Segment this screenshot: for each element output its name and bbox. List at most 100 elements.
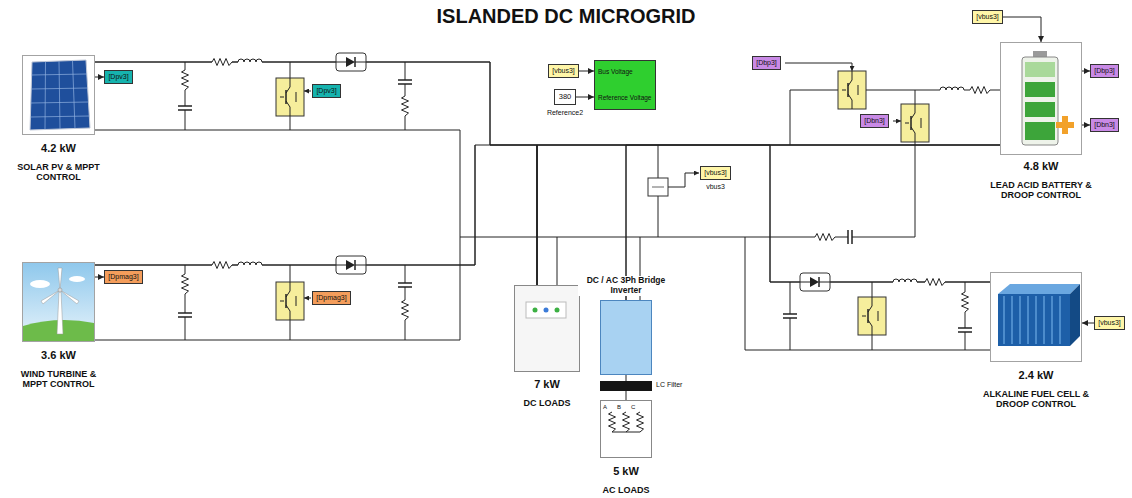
solar-pv-source: 4.2 kWSOLAR PV & MPPT CONTROL (22, 55, 95, 135)
voltage-sensor (648, 178, 668, 196)
power-line (537, 145, 1000, 285)
fuel-cell-stack (998, 294, 1070, 346)
stack-plate (1059, 296, 1061, 344)
battery-cap (1033, 51, 1047, 57)
resistor-symbol (815, 233, 835, 241)
wire (790, 90, 1000, 145)
capacitor-symbol (398, 283, 412, 287)
panel-grid-line (73, 61, 76, 129)
stack-plate (1043, 296, 1045, 344)
source-name: LEAD ACID BATTERY & DROOP CONTROL (976, 180, 1106, 201)
ac-load-ground (601, 401, 651, 457)
source-name: ALKALINE FUEL CELL & DROOP CONTROL (971, 389, 1101, 410)
diagram-title: ISLANDED DC MICROGRID (0, 5, 1132, 28)
power-rating: 2.4 kW (991, 369, 1081, 382)
fuel-cell-source: 2.4 kWALKALINE FUEL CELL & DROOP CONTROL (990, 272, 1082, 362)
power-line (95, 145, 537, 285)
cloud (30, 280, 50, 288)
ac-load-block: 5 kWAC LOADS (600, 400, 652, 458)
signal-line (95, 277, 104, 278)
diode-symbol (336, 53, 366, 71)
cloud (69, 276, 85, 282)
panel-grid-line (59, 61, 60, 129)
fuel-cell-plates (1004, 296, 1060, 344)
tag-text: [vbus3] (704, 169, 727, 177)
wire-group (95, 62, 1000, 350)
phase-label: A (603, 404, 607, 410)
capacitor-symbol (178, 313, 192, 317)
tag-text: [Dpv3] (316, 87, 336, 95)
resistor-symbol (212, 261, 232, 269)
voltage-sensor-mark (652, 187, 664, 188)
signal-line (1082, 71, 1090, 72)
tag-text: [Dpmag3] (108, 273, 138, 281)
goto-tag: [Dpmag3] (104, 270, 143, 284)
resistor-symbol (181, 274, 189, 294)
resistor-symbol (622, 412, 630, 432)
igbt-switch (838, 71, 866, 109)
wire (612, 432, 640, 433)
solar-panel (30, 60, 90, 130)
port-label: Bus Voltage (598, 68, 633, 75)
goto-tag: [Dbp3] (1090, 64, 1119, 78)
dc-load-ground (515, 286, 579, 371)
signal-line (1082, 323, 1094, 324)
inverter-name: DC / AC 3Ph Bridge Inverter (578, 276, 674, 296)
turbine-blade (58, 268, 62, 290)
tag-text: [vbus3] (552, 67, 575, 75)
signal-line (1082, 125, 1090, 126)
battery-bar (1025, 122, 1055, 140)
signal-line (579, 71, 594, 72)
wire (95, 237, 460, 340)
panel-grid-line (45, 62, 47, 130)
scope-block: Bus VoltageReference Voltage (594, 60, 656, 110)
signal-line (576, 97, 594, 98)
wire (770, 145, 990, 282)
stack-plate (1027, 296, 1029, 344)
inductor-symbol (238, 56, 262, 63)
wind-turbine-source: 3.6 kWWIND TURBINE & MPPT CONTROL (22, 262, 95, 342)
resistor-symbol (636, 412, 644, 432)
dc-load-icon (526, 302, 566, 318)
signal-wire (304, 298, 311, 299)
battery-plus (1062, 116, 1068, 134)
source-name: SOLAR PV & MPPT CONTROL (9, 162, 109, 183)
signal-line (95, 77, 104, 78)
from-tag: [vbus3] (1094, 316, 1125, 330)
resistor-symbol (401, 300, 409, 320)
wind-sky (23, 263, 94, 341)
signal-wire (668, 173, 699, 187)
dc-load-block: 7 kWDC LOADS (514, 285, 580, 372)
from-tag: [Dbp3] (752, 56, 781, 70)
solar-panel-ground (23, 56, 94, 134)
load-name: AC LOADS (586, 485, 666, 495)
wire (95, 145, 475, 265)
load-indicator (533, 308, 538, 313)
wire (745, 237, 990, 350)
resistor-symbol (970, 86, 990, 94)
panel-grid-line (30, 116, 89, 117)
goto-tag: [Dbn3] (1090, 118, 1119, 132)
igbt-switch (858, 297, 886, 335)
battery-body (1022, 57, 1058, 145)
battery-bar (1025, 82, 1055, 97)
power-rating: 3.6 kW (19, 349, 99, 362)
signal-wire (893, 121, 901, 122)
signal-wire (785, 63, 852, 71)
stack-plate (1035, 296, 1037, 344)
stack-plate (1051, 296, 1053, 344)
fuel-cell-ground (991, 273, 1081, 361)
power-line (626, 391, 627, 400)
inductor-symbol (893, 276, 917, 283)
capacitor-symbol (398, 80, 412, 84)
panel-grid-line (31, 88, 87, 89)
inverter-block: DC / AC 3Ph Bridge Inverter (600, 300, 652, 375)
power-rating: 5 kW (586, 465, 666, 478)
capacitor-symbol (178, 106, 192, 110)
from-tag: [Dpmag3] (312, 291, 351, 305)
from-tag: [vbus3] (972, 10, 1003, 24)
diode-symbol (336, 256, 366, 274)
goto-tag: [Dpv3] (104, 70, 133, 84)
inductor-symbol (940, 84, 964, 91)
igbt-switch (901, 104, 929, 142)
